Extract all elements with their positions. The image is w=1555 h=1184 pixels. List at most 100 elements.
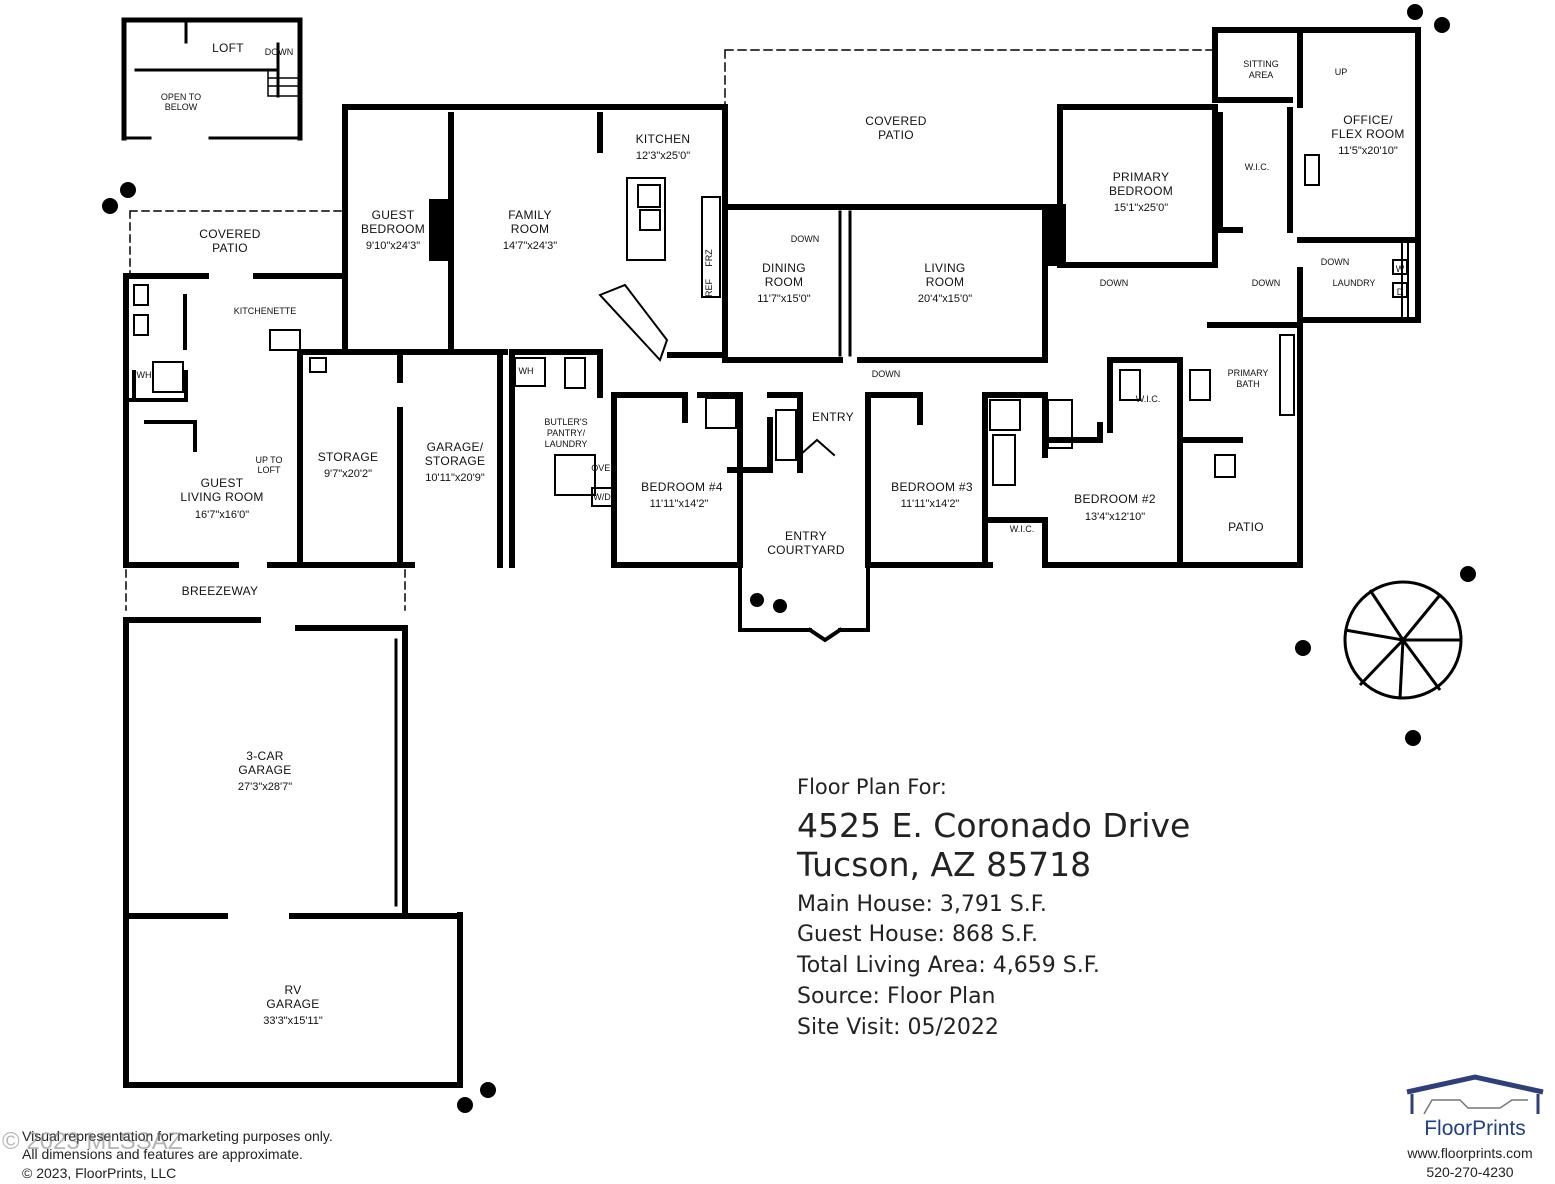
room-label: DINING [762, 261, 806, 275]
room-label: LOFT [257, 465, 281, 475]
room-label: BEDROOM [1109, 184, 1173, 198]
room-label: 20'4"x15'0" [918, 293, 972, 305]
room-label: UP [1335, 67, 1348, 77]
room-label: W.I.C. [1245, 162, 1270, 172]
room-label: BELOW [165, 102, 198, 112]
room-label: DOWN [1252, 278, 1281, 288]
room-label: ENTRY [812, 410, 854, 424]
room-label: KITCHENETTE [234, 306, 297, 316]
main-house-west-walls [297, 104, 728, 568]
room-label: DOWN [791, 234, 820, 244]
brand-name: FloorPrints [1424, 1117, 1526, 1140]
landscape-shrubs [102, 4, 1476, 1113]
room-label: LIVING ROOM [180, 490, 263, 504]
info-total-living: Total Living Area: 4,659 S.F. [797, 953, 1100, 978]
room-label: GUEST [372, 208, 415, 222]
room-label: 16'7"x16'0" [195, 509, 249, 521]
disclaimer-line-1: Visual representation for marketing purp… [22, 1128, 333, 1144]
room-label: 3-CAR [246, 749, 284, 763]
room-label: BEDROOM #4 [641, 480, 723, 494]
room-label: LIVING [924, 261, 965, 275]
room-label: 27'3"x28'7" [238, 781, 292, 793]
room-label: UP TO [255, 455, 282, 465]
room-label: STORAGE [318, 450, 379, 464]
room-label: W [1396, 264, 1405, 274]
room-label: DOWN [872, 369, 901, 379]
room-label: 11'5"x20'10" [1338, 145, 1398, 157]
label-loft: LOFT [212, 41, 244, 55]
garage-walls [123, 617, 463, 1088]
mls-watermark: © 2023 MLSSAZ [2, 1128, 183, 1155]
landscape-tree [1343, 580, 1463, 700]
room-label: PRIMARY [1228, 368, 1269, 378]
kitchen-island [598, 177, 721, 362]
entry-courtyard-walls [738, 438, 870, 643]
info-address-line-1: 4525 E. Coronado Drive [797, 806, 1191, 845]
room-label: BEDROOM #3 [891, 480, 973, 494]
room-label: BREEZEWAY [182, 584, 259, 598]
laundry-counter [1401, 239, 1409, 321]
room-label: SITTING [1243, 59, 1279, 69]
room-label: W.I.C. [1136, 394, 1161, 404]
room-label: GARAGE [266, 997, 319, 1011]
room-label: COVERED [865, 114, 926, 128]
room-label: 33'3"x15'11" [263, 1015, 323, 1027]
room-label: ENTRY [785, 529, 827, 543]
room-label: PATIO [1228, 520, 1264, 534]
info-source: Source: Floor Plan [797, 984, 996, 1009]
fixtures [133, 154, 1408, 507]
room-label: ROOM [926, 275, 965, 289]
room-label: ROOM [765, 275, 804, 289]
room-label: DOWN [1321, 257, 1350, 267]
room-label: AREA [1249, 70, 1274, 80]
room-label: FRZ [704, 249, 714, 267]
room-label: GARAGE/ [427, 440, 484, 454]
info-address-line-2: Tucson, AZ 85718 [797, 845, 1092, 884]
room-label: LAUNDRY [1333, 278, 1376, 288]
room-label: GUEST [201, 476, 244, 490]
floorprints-logo [1406, 1074, 1544, 1115]
room-label: BUTLER'S [544, 417, 587, 427]
info-site-visit: Site Visit: 05/2022 [797, 1015, 999, 1040]
room-label: DOWN [1100, 278, 1129, 288]
room-label: BEDROOM #2 [1074, 492, 1156, 506]
brand-url: www.floorprints.com [1407, 1145, 1533, 1161]
room-label: WH [519, 366, 534, 376]
room-label: STORAGE [425, 454, 486, 468]
room-labels: LOFT DOWN OPEN TO BELOW COVERED PATIO KI… [137, 41, 1405, 1027]
main-house-east-walls [1057, 27, 1421, 443]
room-label: PATIO [212, 241, 248, 255]
brand-phone: 520-270-4230 [1426, 1164, 1514, 1180]
room-label: LAUNDRY [545, 439, 588, 449]
room-label: PATIO [878, 128, 914, 142]
room-label: 12'3"x25'0" [636, 150, 690, 162]
covered-patio-left-outline [129, 210, 346, 277]
room-label: PANTRY/ [547, 428, 586, 438]
room-label: COVERED [199, 227, 260, 241]
main-house-center-walls [611, 204, 1303, 568]
info-guest-house: Guest House: 868 S.F. [797, 922, 1039, 947]
guest-house-walls [123, 273, 348, 568]
room-label: D [1397, 287, 1404, 297]
room-label: W/D [593, 492, 611, 502]
room-label: 10'11"x20'9" [425, 472, 485, 484]
room-label: 14'7"x24'3" [503, 240, 557, 252]
room-label: FAMILY [508, 208, 552, 222]
room-label: 15'1"x25'0" [1114, 202, 1168, 214]
breezeway-outline [125, 569, 406, 611]
room-label: DOWN [265, 47, 294, 57]
room-label: 13'4"x12'10" [1085, 511, 1145, 523]
room-label: OPEN TO [161, 92, 201, 102]
disclaimer-line-2: All dimensions and features are approxim… [22, 1146, 303, 1162]
room-label: BEDROOM [361, 222, 425, 236]
room-label: ROOM [511, 222, 550, 236]
copyright: © 2023, FloorPrints, LLC [22, 1165, 177, 1181]
room-label: BATH [1236, 379, 1259, 389]
room-label: 11'11"x14'2" [901, 498, 960, 510]
room-label: W.I.C. [1010, 524, 1035, 534]
room-label: OFFICE/ [1343, 113, 1393, 127]
fireplaces [429, 199, 1066, 266]
loft-inset [121, 17, 303, 141]
info-heading: Floor Plan For: [797, 775, 947, 799]
